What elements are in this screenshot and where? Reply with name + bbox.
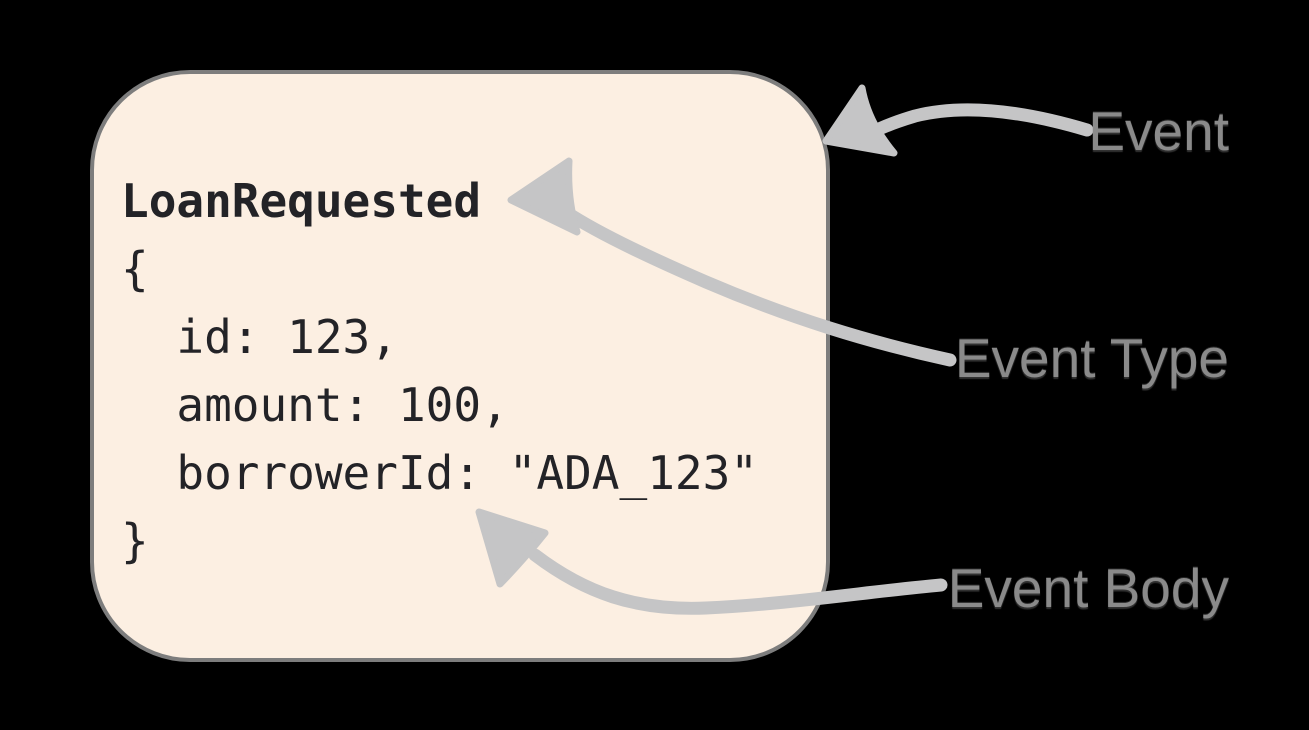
event-body-code: { id: 123, amount: 100, borrowerId: "ADA…	[121, 242, 758, 568]
event-type-name: LoanRequested	[121, 174, 482, 228]
event-type-label: Event Type	[954, 327, 1229, 389]
event-label: Event	[1088, 100, 1229, 162]
arrow-line	[862, 103, 1094, 141]
arrow-head	[822, 84, 898, 157]
event-card: LoanRequested { id: 123, amount: 100, bo…	[90, 70, 830, 662]
event-arrow-icon	[822, 84, 1094, 157]
event-body-label: Event Body	[947, 557, 1229, 619]
